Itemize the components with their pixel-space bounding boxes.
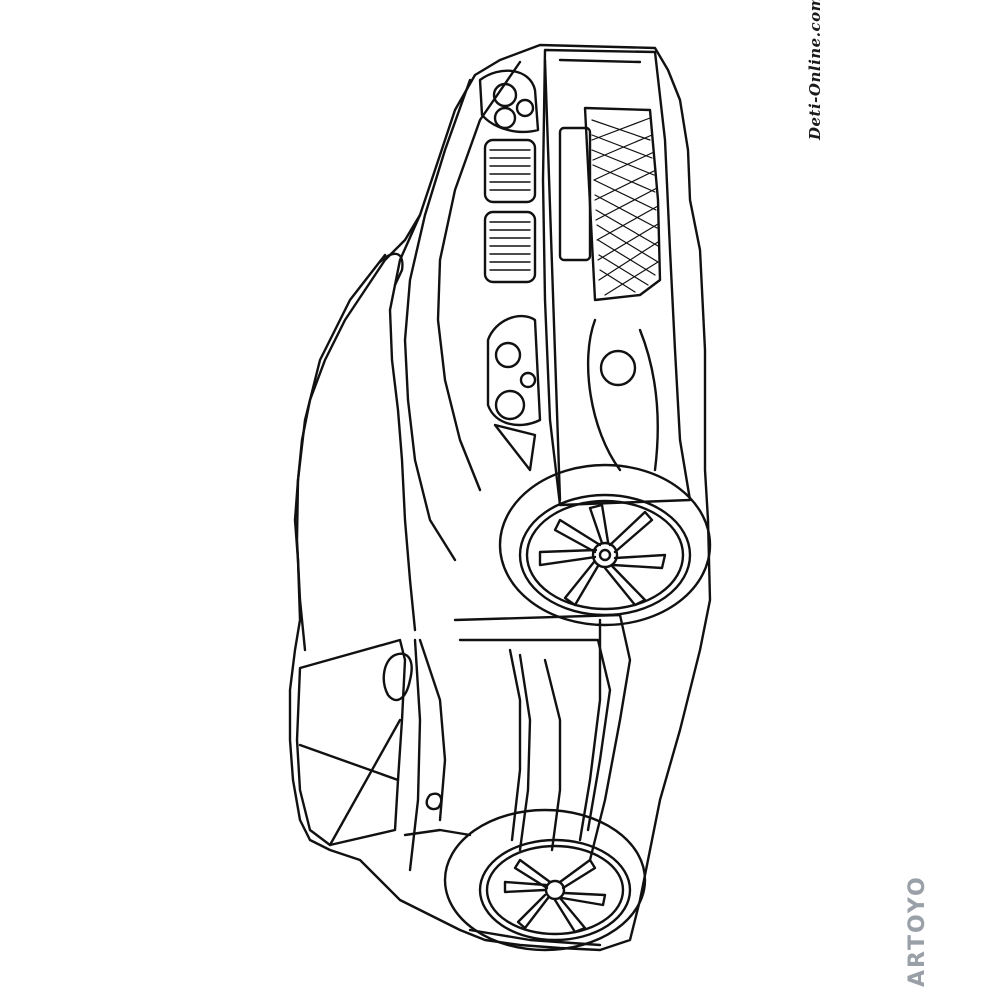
windshield-line (388, 213, 422, 632)
fog-light (599, 349, 637, 387)
grille-right (483, 210, 537, 284)
license-plate (558, 126, 592, 262)
car-body-outline (288, 43, 712, 952)
rear-wheel-arch (443, 808, 647, 952)
lower-intake (583, 106, 662, 302)
side-mirror (382, 652, 413, 702)
roof-line (295, 253, 387, 652)
rear-wheel (478, 838, 632, 942)
rear-wheel-spokes (503, 858, 607, 934)
headlight-top (478, 69, 540, 134)
grille-left (483, 138, 537, 204)
front-bumper (541, 48, 692, 507)
watermark-brand: ARTOYO (905, 875, 930, 987)
headlight-bottom (486, 314, 542, 427)
watermark-site: Deti-Online.com (806, 0, 824, 140)
front-wheel-arch (498, 463, 712, 627)
front-wheel-spokes (538, 503, 667, 607)
fuel-cap (425, 792, 443, 811)
side-window (295, 638, 407, 847)
hood-line (403, 78, 472, 562)
side-crease (453, 613, 632, 862)
